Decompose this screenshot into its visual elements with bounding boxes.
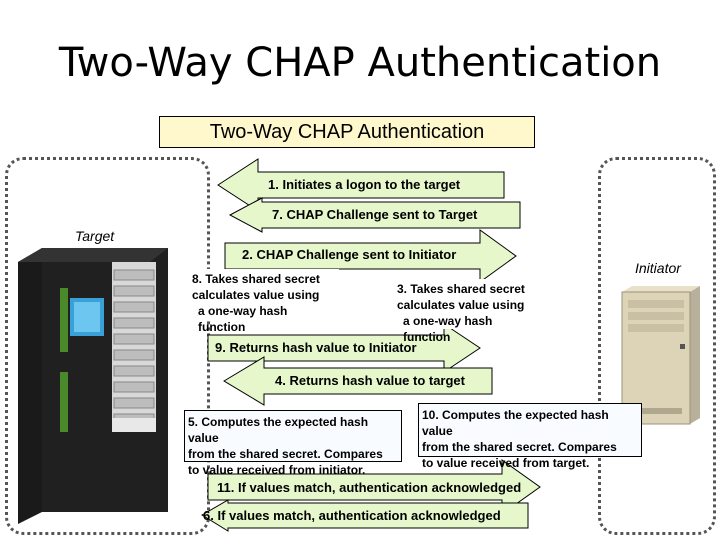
arrow-1-label: 1. Initiates a logon to the target — [268, 177, 461, 192]
step-5-line-3: to value received from initiator. — [188, 463, 366, 477]
step-5-line-1: 5. Computes the expected hash value — [188, 415, 369, 445]
step-3-line-2: calculates value using — [397, 298, 525, 312]
step-10-line-2: from the shared secret. Compares — [422, 440, 617, 454]
arrow-7-label: 7. CHAP Challenge sent to Target — [272, 207, 478, 222]
step-3-box: 3. Takes shared secret calculates value … — [394, 279, 542, 344]
initiator-computer-image — [621, 286, 700, 425]
initiator-label: Initiator — [635, 260, 681, 276]
step-3-line-1: 3. Takes shared secret — [397, 282, 525, 296]
target-label: Target — [75, 228, 115, 244]
arrow-4-label: 4. Returns hash value to target — [275, 373, 465, 388]
target-server-image — [18, 248, 168, 524]
arrow-6 — [201, 499, 529, 532]
arrow-9 — [207, 323, 481, 373]
step-5-line-2: from the shared secret. Compares — [188, 447, 383, 461]
initiator-frame — [598, 157, 716, 535]
step-8-line-3: a one-way hash function — [198, 304, 288, 334]
step-10-line-3: to value received from target. — [422, 456, 590, 470]
step-8-line-1: 8. Takes shared secret — [192, 272, 320, 286]
step-8-line-2: calculates value using — [192, 288, 320, 302]
arrow-2-label: 2. CHAP Challenge sent to Initiator — [242, 247, 457, 262]
slide-title: Two-Way CHAP Authentication — [58, 40, 662, 86]
step-10-line-1: 10. Computes the expected hash value — [422, 408, 609, 438]
arrow-4 — [223, 356, 493, 406]
step-10-box: 10. Computes the expected hash value fro… — [418, 403, 642, 470]
arrow-9-label: 9. Returns hash value to Initiator — [215, 340, 417, 355]
step-5-box: 5. Computes the expected hash value from… — [184, 410, 402, 477]
diagram-title: Two-Way CHAP Authentication — [159, 116, 535, 148]
step-3-line-3: a one-way hash function — [403, 314, 493, 344]
arrow-11 — [207, 459, 541, 515]
arrow-6-label: 6. If values match, authentication ackno… — [203, 508, 501, 523]
step-8-box: 8. Takes shared secret calculates value … — [189, 269, 339, 334]
arrow-7 — [228, 197, 521, 233]
arrow-11-label: 11. If values match, authentication ackn… — [217, 480, 522, 495]
